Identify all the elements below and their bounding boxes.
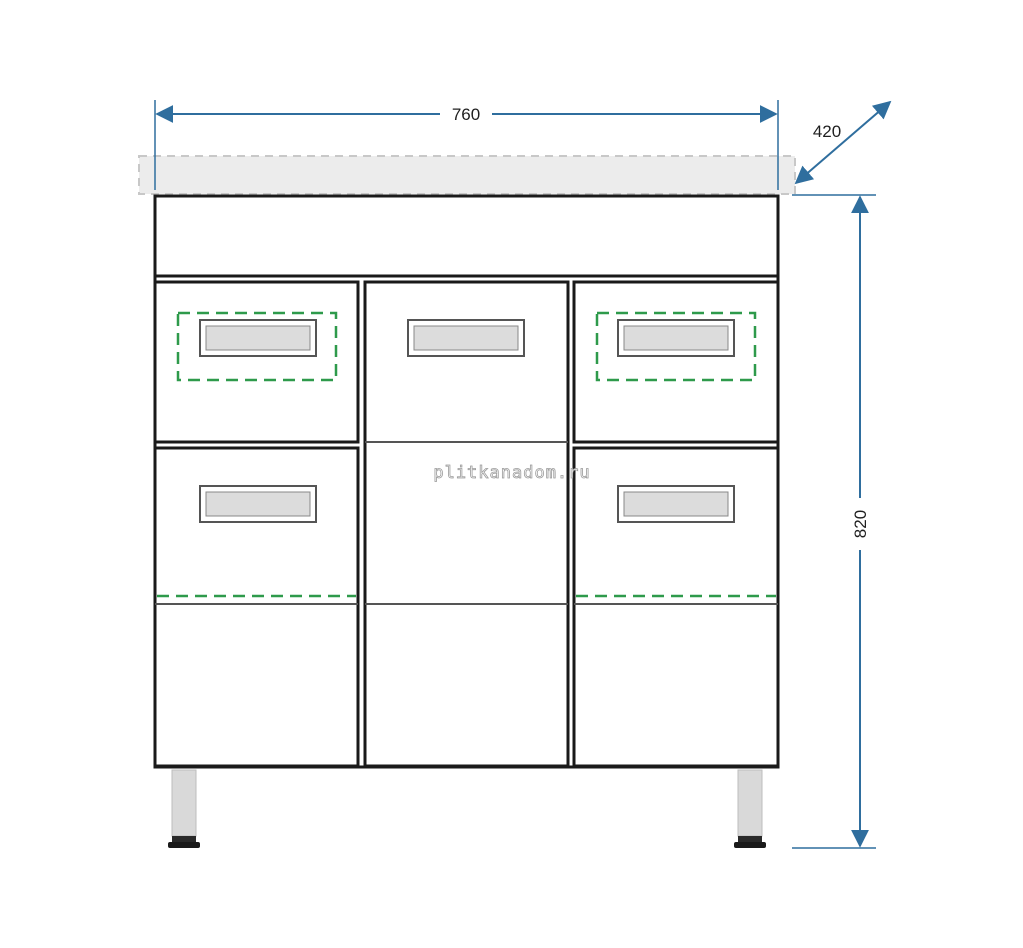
- height-label: 820: [851, 510, 870, 538]
- top-panel: [153, 194, 780, 278]
- leg-right: [734, 769, 766, 848]
- width-label: 760: [452, 105, 480, 124]
- right-lower-door: [572, 446, 780, 768]
- handle-right-lower: [617, 485, 735, 523]
- left-upper-drawer: [153, 280, 360, 444]
- dashed-highlight-right: [595, 311, 757, 382]
- dashed-highlight-left: [176, 311, 338, 382]
- handle-left-upper: [199, 319, 317, 357]
- countertop: [138, 155, 796, 195]
- depth-label: 420: [813, 122, 841, 141]
- leg-left: [168, 769, 200, 848]
- center-door: [363, 280, 570, 768]
- handle-center: [407, 319, 525, 357]
- watermark-text: plitkanadom.ru: [433, 463, 590, 483]
- handle-left-lower: [199, 485, 317, 523]
- right-upper-drawer: [572, 280, 780, 444]
- handle-right-upper: [617, 319, 735, 357]
- depth-dimension-line: [794, 100, 892, 185]
